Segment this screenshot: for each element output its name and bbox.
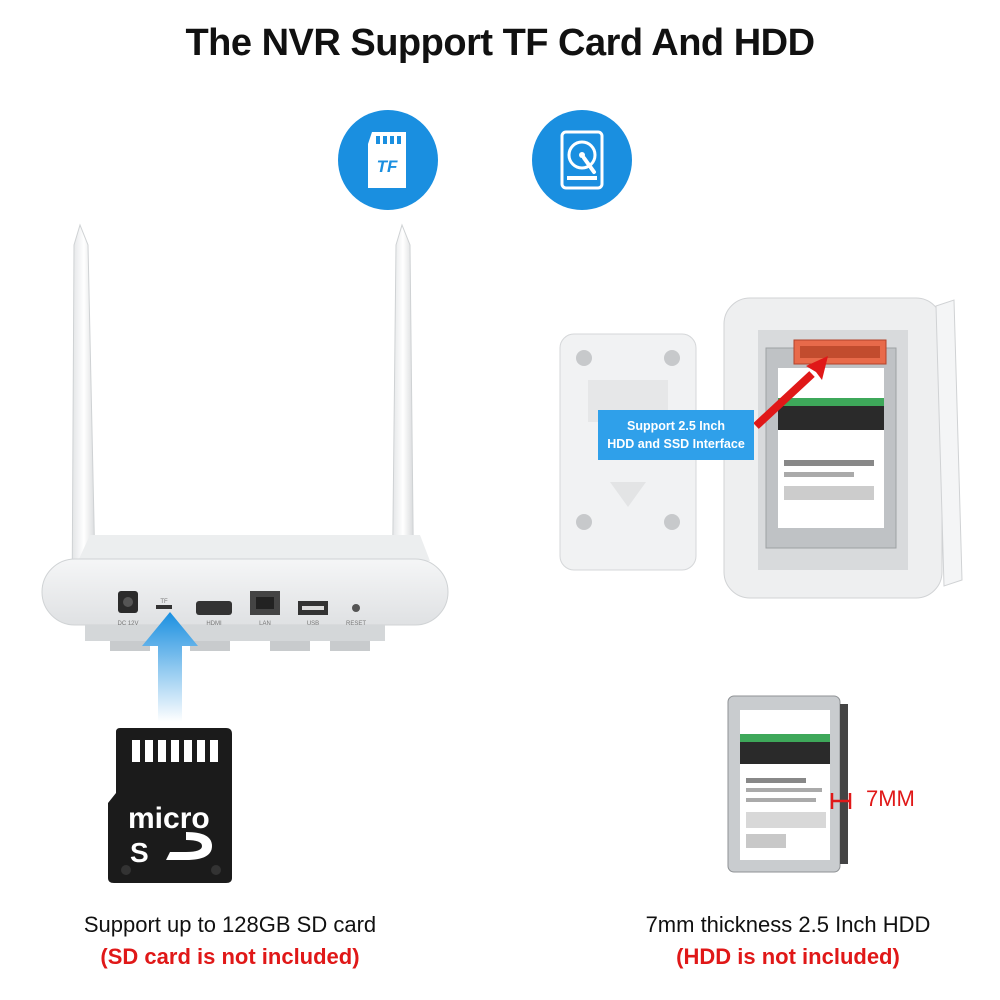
nvr-hdd-bay-image <box>723 297 963 599</box>
svg-text:micro: micro <box>128 802 210 835</box>
microsd-card-image: micro S <box>108 728 232 883</box>
hdd-2-5-inch-image <box>727 695 848 873</box>
hdd-badge <box>532 110 632 210</box>
port-label-usb: USB <box>307 621 319 627</box>
microsd-logo: micro S <box>128 802 212 868</box>
up-arrow-icon <box>142 612 198 722</box>
hdd-not-included-note: (HDD is not included) <box>676 944 900 969</box>
port-label-lan: LAN <box>259 621 271 627</box>
callout-line-2: HDD and SSD Interface <box>607 437 745 451</box>
svg-text:S: S <box>130 837 149 868</box>
page-title: The NVR Support TF Card And HDD <box>185 22 815 64</box>
sd-support-caption: Support up to 128GB SD card <box>83 912 377 937</box>
thickness-marker-icon <box>830 793 852 809</box>
port-label-tf: TF <box>160 599 168 605</box>
tf-card-badge: TF <box>338 110 438 210</box>
hdd-interface-callout: Support 2.5 Inch HDD and SSD Interface <box>598 410 754 460</box>
hard-disk-icon <box>560 130 604 190</box>
sd-not-included-note: (SD card is not included) <box>100 944 360 969</box>
port-label-dc: DC 12V <box>117 621 138 627</box>
hdd-thickness-caption: 7mm thickness 2.5 Inch HDD <box>645 912 931 937</box>
thickness-label: 7MM <box>866 786 915 811</box>
port-label-hdmi: HDMI <box>206 621 222 627</box>
sd-card-icon: TF <box>368 132 406 188</box>
tf-slot <box>156 605 172 609</box>
reset-button-hole <box>352 604 360 612</box>
tf-badge-text: TF <box>377 157 398 176</box>
port-label-reset: RESET <box>346 621 366 627</box>
callout-line-1: Support 2.5 Inch <box>627 419 725 433</box>
nvr-router-image: DC 12V TF HDMI LAN USB RESET <box>41 223 449 651</box>
hdmi-port <box>196 601 232 615</box>
antenna-left <box>71 223 97 616</box>
